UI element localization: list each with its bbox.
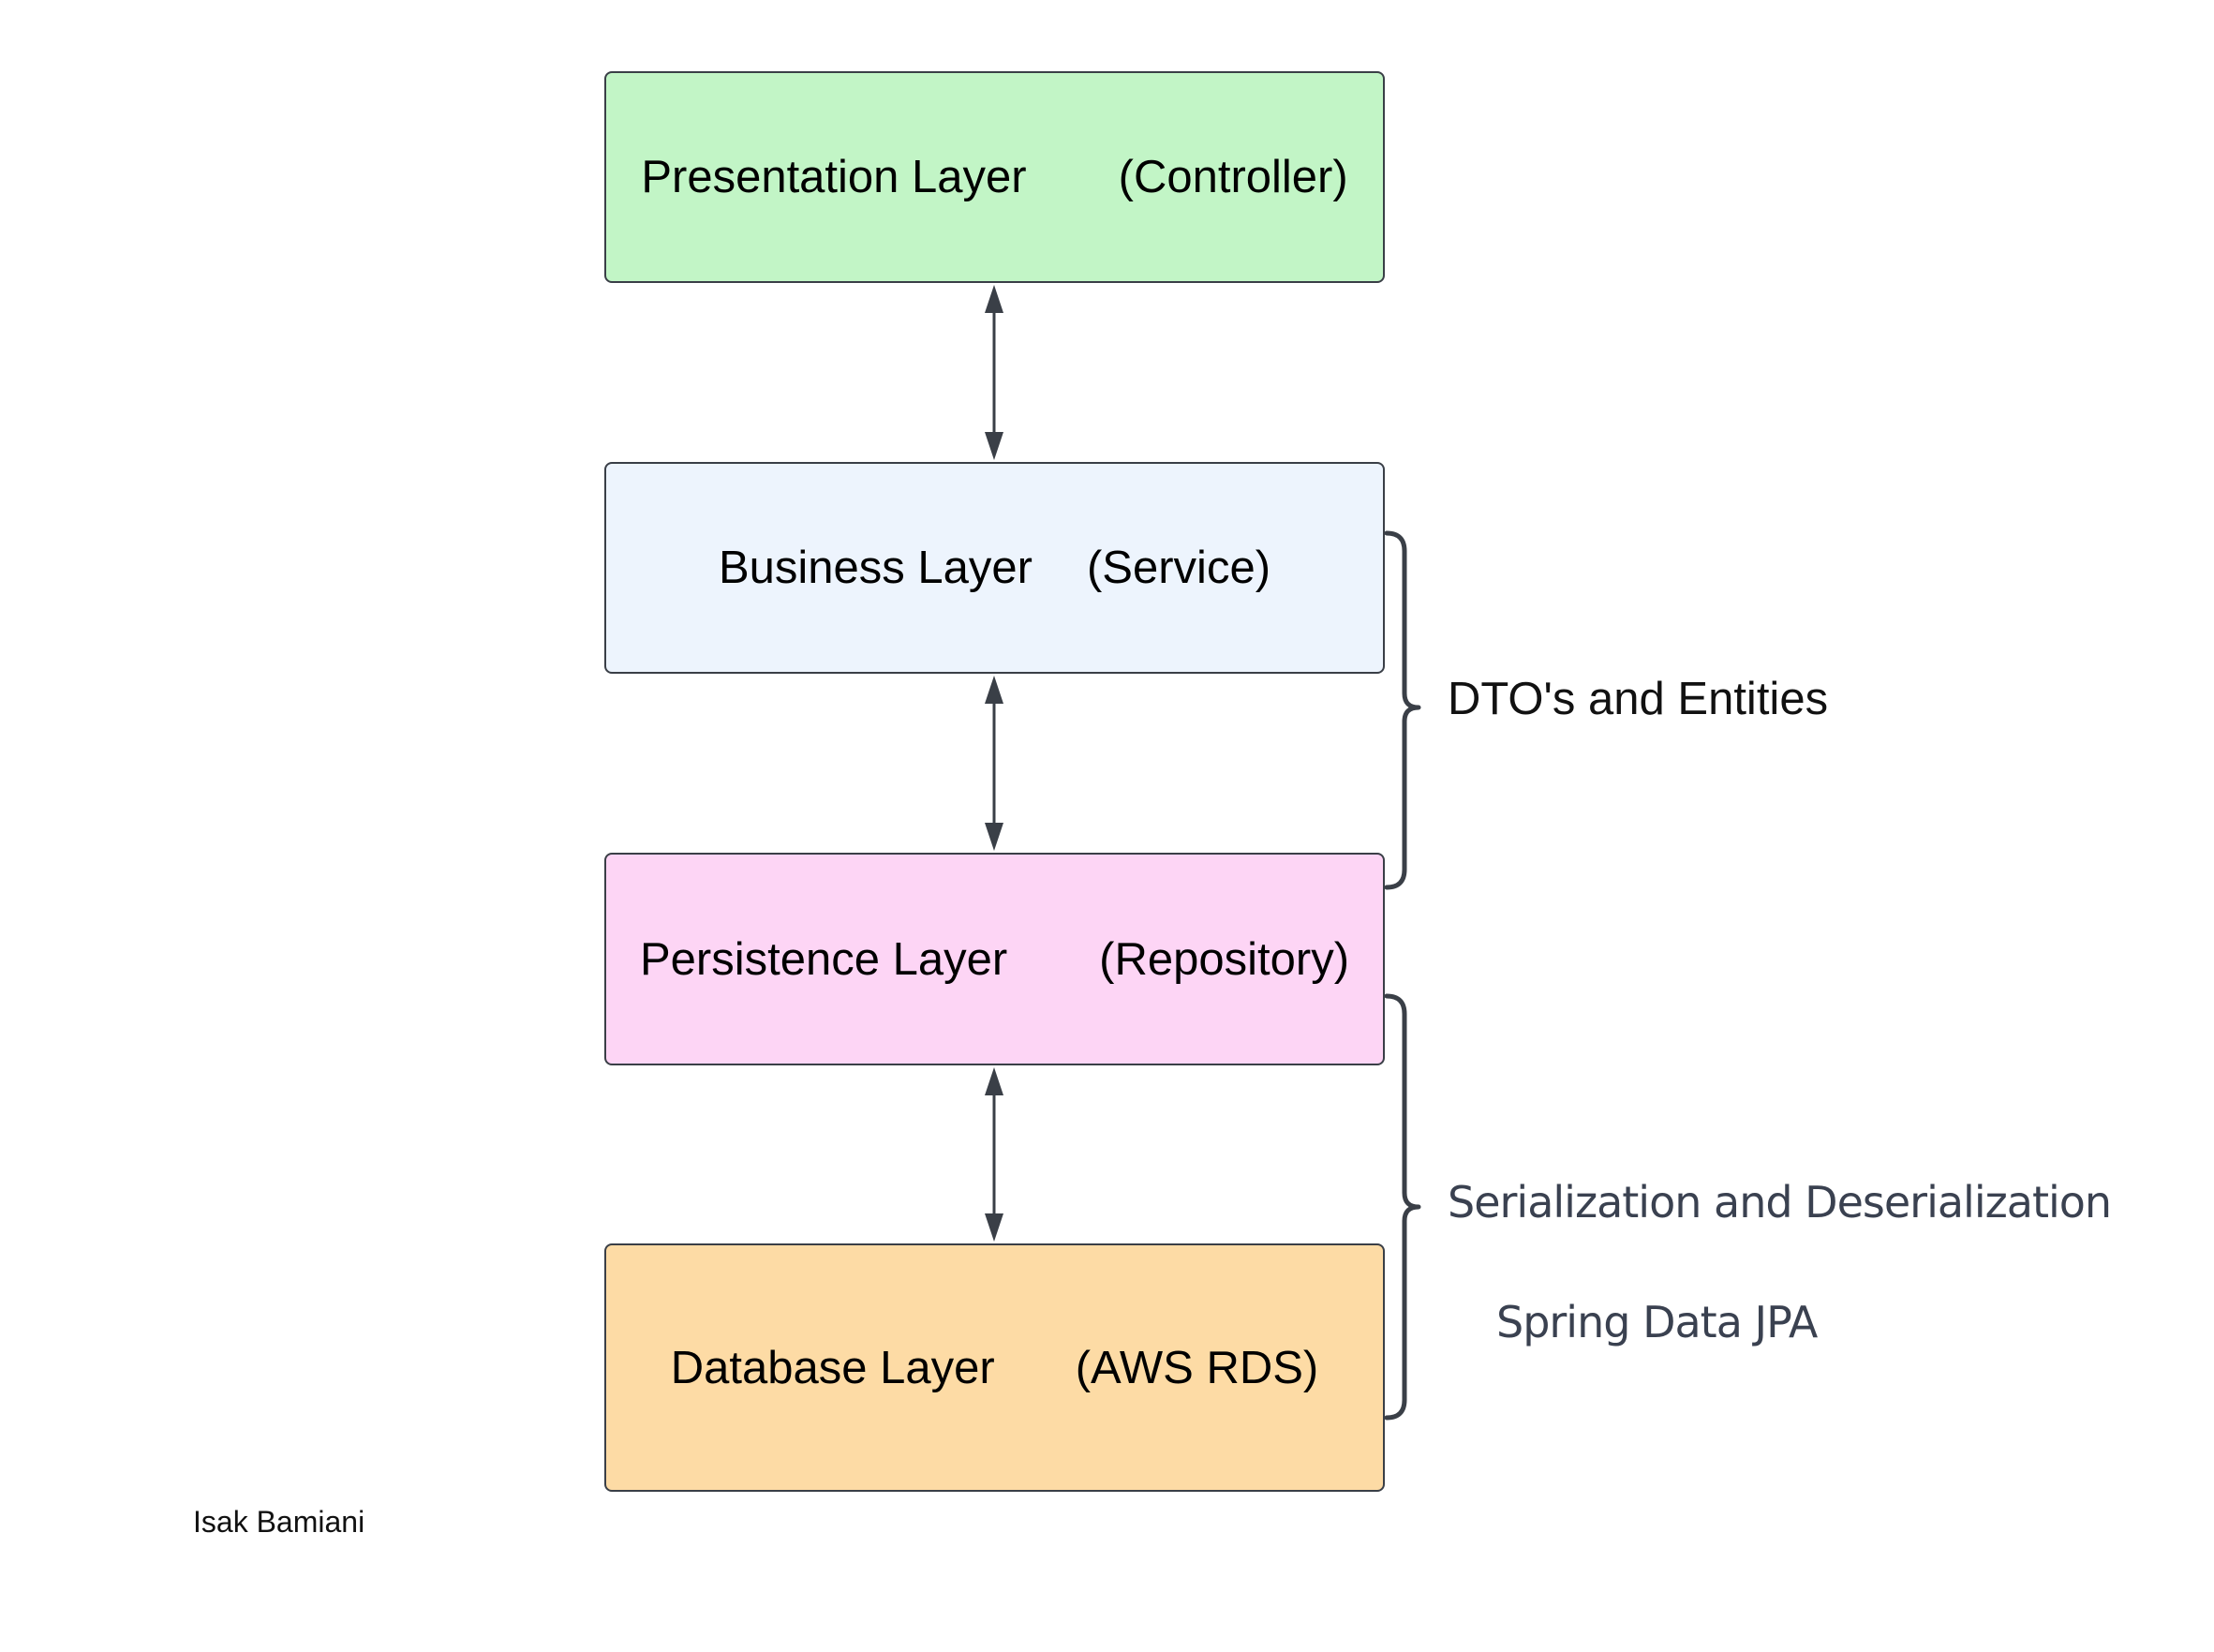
brace-serialization	[1384, 993, 1421, 1421]
business-layer-name: Business Layer	[718, 543, 1033, 593]
arrow-presentation-business	[985, 285, 1003, 460]
database-layer-box[interactable]: Database Layer (AWS RDS)	[604, 1243, 1385, 1492]
arrow-business-persistence	[985, 676, 1003, 851]
arrow-persistence-database	[985, 1067, 1003, 1242]
spring-data-jpa-label: Spring Data JPA	[1496, 1297, 1818, 1347]
business-layer-role: (Service)	[1086, 543, 1271, 593]
database-layer-role: (AWS RDS)	[1075, 1342, 1319, 1393]
presentation-layer-name: Presentation Layer	[641, 152, 1027, 202]
serialization-label: Serialization and Deserialization	[1448, 1177, 2112, 1228]
business-layer-box[interactable]: Business Layer (Service)	[604, 462, 1385, 674]
dto-entities-label: DTO's and Entities	[1448, 674, 1829, 724]
database-layer-name: Database Layer	[670, 1342, 995, 1393]
author-label: Isak Bamiani	[193, 1505, 365, 1539]
presentation-layer-box[interactable]: Presentation Layer (Controller)	[604, 71, 1385, 283]
persistence-layer-name: Persistence Layer	[639, 933, 1008, 985]
presentation-layer-role: (Controller)	[1118, 152, 1348, 202]
persistence-layer-role: (Repository)	[1099, 933, 1350, 985]
persistence-layer-box[interactable]: Persistence Layer (Repository)	[604, 853, 1385, 1065]
brace-dto-entities	[1384, 530, 1421, 890]
